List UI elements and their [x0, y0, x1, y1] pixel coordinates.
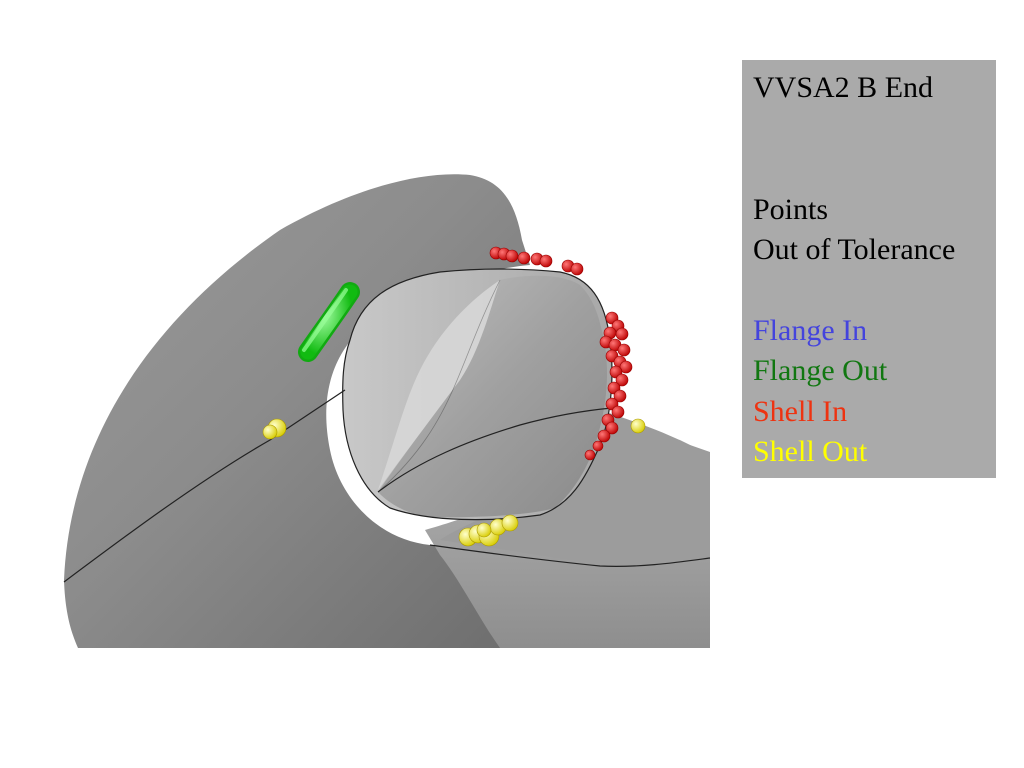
caption-out-of-tolerance: Out of Tolerance — [753, 233, 956, 266]
flange-out-points — [298, 282, 360, 362]
legend-item-flange-in: Flange In — [753, 313, 868, 347]
seam-line-inner — [377, 407, 613, 493]
legend-panel: VVSA2 B End Points Out of Tolerance Flan… — [742, 60, 996, 478]
blade-highlight — [378, 280, 500, 490]
model-title: VVSA2 B End — [753, 71, 934, 104]
legend-item-flange-out: Flange Out — [753, 354, 888, 387]
shell-out-points — [262, 418, 646, 547]
seam-line-left — [63, 389, 346, 583]
legend-item-shell-in: Shell In — [753, 394, 848, 428]
nozzle-top-rim — [377, 279, 501, 493]
caption-points: Points — [753, 192, 829, 226]
seam-line-lower — [429, 544, 710, 567]
shell-in-points — [489, 246, 633, 461]
legend-item-shell-out: Shell Out — [753, 435, 868, 468]
